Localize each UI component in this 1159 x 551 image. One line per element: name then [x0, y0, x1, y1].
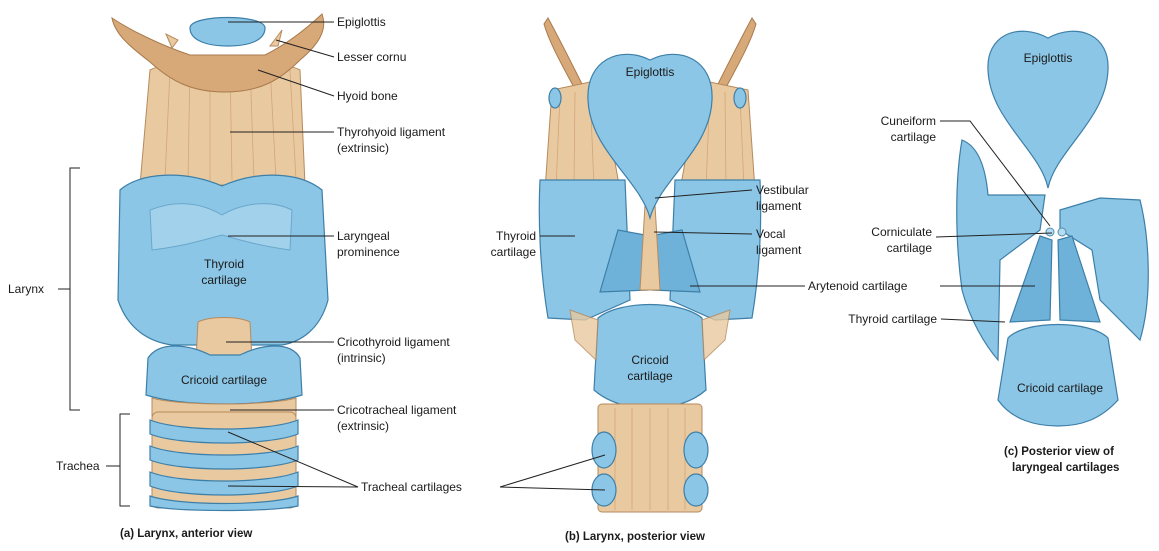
cricoid-cartilage-shape-c — [998, 325, 1118, 427]
caption-panel-a: (a) Larynx, anterior view — [120, 528, 252, 540]
label-cricoid-a: Cricoid cartilage — [181, 373, 267, 387]
label-trachea: Trachea — [56, 459, 100, 473]
lesser-cornu-left — [166, 34, 178, 48]
label-thyroid-a-2: cartilage — [201, 273, 247, 287]
lesser-cornu-right — [270, 30, 282, 46]
caption-panel-b: (b) Larynx, posterior view — [565, 531, 705, 543]
label-lesser-cornu: Lesser cornu — [337, 50, 406, 64]
label-thyroid-c: Thyroid cartilage — [848, 312, 937, 326]
label-laryngeal-prominence-2: prominence — [337, 245, 400, 259]
label-epiglottis-a: Epiglottis — [337, 15, 386, 29]
label-cricoid-b-1: Cricoid — [631, 353, 668, 367]
label-cricothyroid-2: (intrinsic) — [337, 351, 386, 365]
label-larynx: Larynx — [8, 282, 44, 296]
arytenoid-left-c — [1010, 236, 1052, 322]
label-vestibular-2: ligament — [756, 199, 802, 213]
hyoid-horn-left-b — [544, 18, 585, 95]
label-vocal-2: ligament — [756, 243, 802, 257]
label-tracheal-cartilages: Tracheal cartilages — [361, 480, 462, 494]
label-cricothyroid-1: Cricothyroid ligament — [337, 335, 450, 349]
label-thyrohyoid-1: Thyrohyoid ligament — [337, 125, 446, 139]
label-cricotracheal-1: Cricotracheal ligament — [337, 403, 457, 417]
caption-panel-c-1: (c) Posterior view of — [1004, 446, 1114, 458]
label-cricoid-c: Cricoid cartilage — [1017, 381, 1103, 395]
label-thyroid-b-2: cartilage — [491, 245, 537, 259]
label-cricotracheal-2: (extrinsic) — [337, 419, 389, 433]
label-cuneiform-1: Cuneiform — [881, 114, 936, 128]
label-hyoid-bone: Hyoid bone — [337, 89, 398, 103]
label-laryngeal-prominence-1: Laryngeal — [337, 229, 390, 243]
label-thyroid-b-1: Thyroid — [496, 229, 536, 243]
hyoid-horn-right-b — [715, 18, 756, 95]
label-corniculate-1: Corniculate — [871, 225, 932, 239]
label-epiglottis-c: Epiglottis — [1024, 51, 1073, 65]
label-arytenoid: Arytenoid cartilage — [808, 279, 908, 293]
panel-b-illustration — [539, 18, 760, 512]
label-vestibular-1: Vestibular — [756, 183, 809, 197]
label-cricoid-b-2: cartilage — [627, 369, 673, 383]
label-thyrohyoid-2: (extrinsic) — [337, 141, 389, 155]
label-corniculate-2: cartilage — [887, 241, 933, 255]
panel-c-illustration — [957, 31, 1149, 426]
label-vocal-1: Vocal — [756, 227, 785, 241]
label-cuneiform-2: cartilage — [891, 130, 937, 144]
label-epiglottis-b: Epiglottis — [626, 65, 675, 79]
caption-panel-c-2: laryngeal cartilages — [1012, 462, 1119, 474]
label-thyroid-a-1: Thyroid — [204, 257, 244, 271]
